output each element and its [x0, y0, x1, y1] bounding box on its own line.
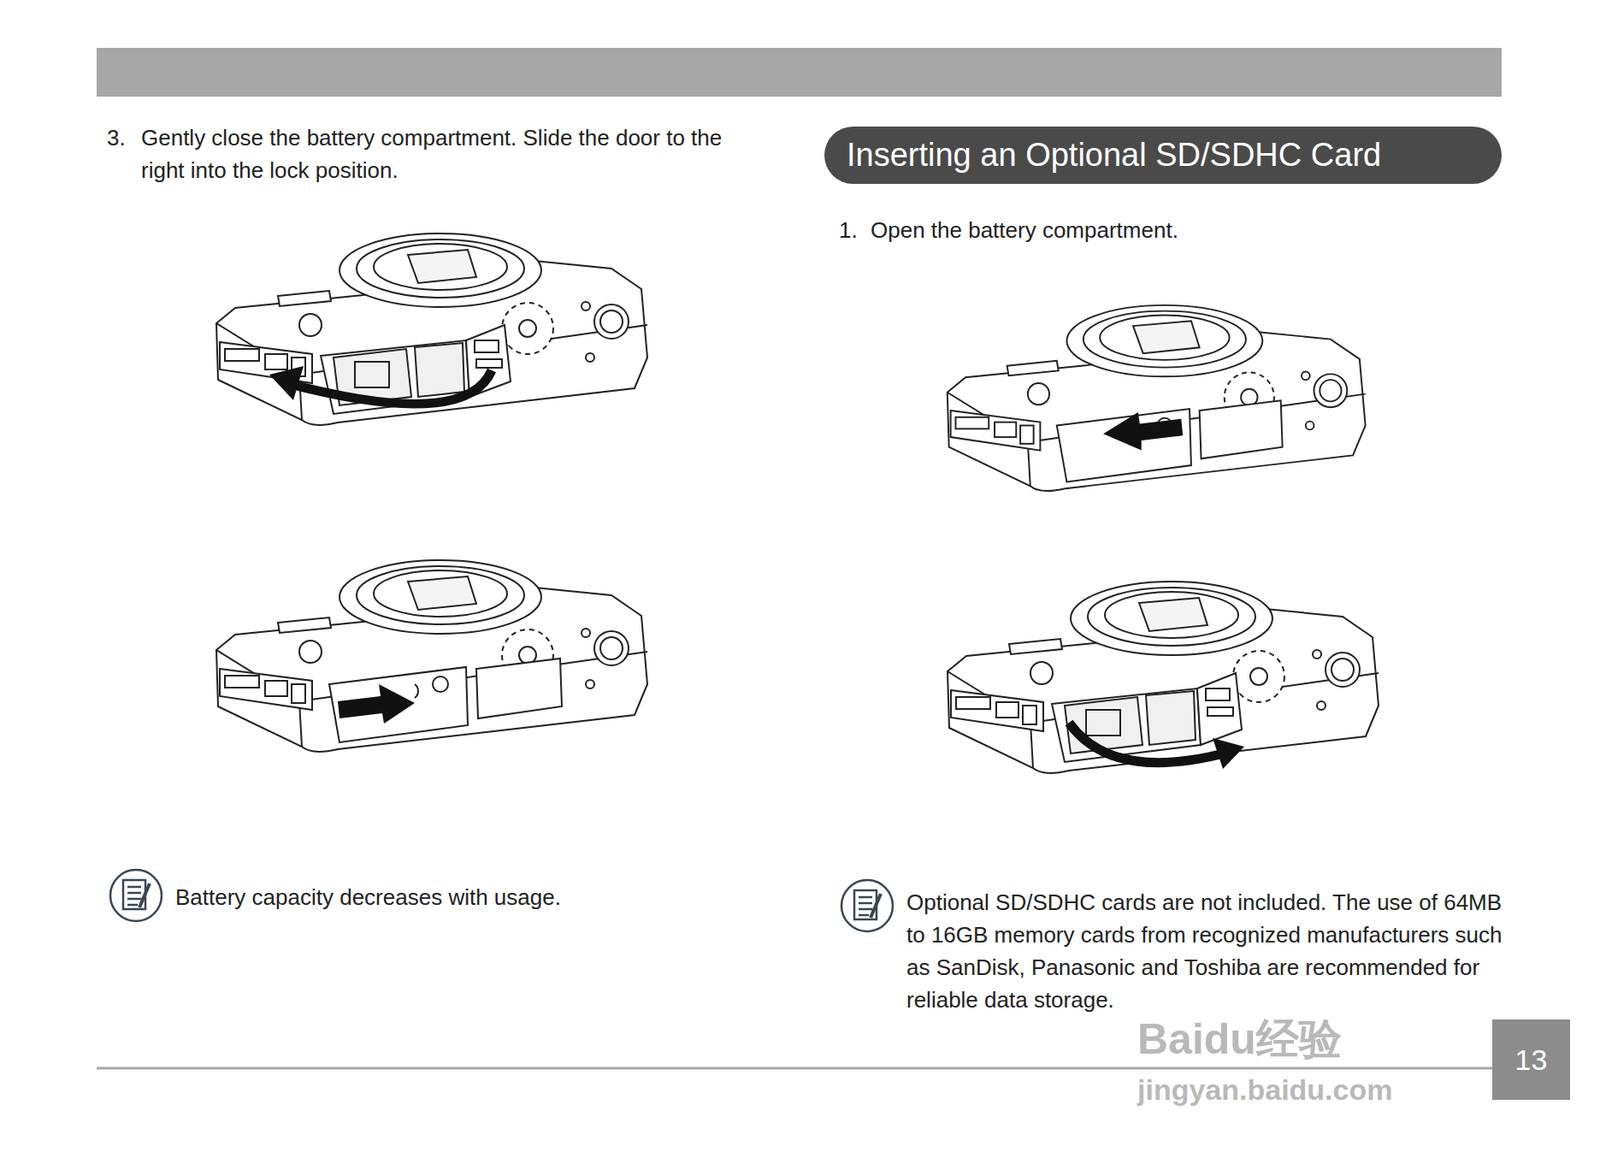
- page-number-box: 13: [1492, 1019, 1571, 1100]
- step-number: 1.: [838, 213, 874, 247]
- note-text: Battery capacity decreases with usage.: [175, 880, 774, 914]
- camera-slide-lock: [216, 560, 648, 752]
- note-icon: [841, 879, 893, 932]
- step-text: Gently close the battery compartment. Sl…: [141, 121, 740, 187]
- note-text: Optional SD/SDHC cards are not included.…: [906, 885, 1506, 1016]
- header-bar: [96, 47, 1502, 97]
- footer-rule: [96, 1067, 1493, 1070]
- camera-open-door: [947, 581, 1379, 774]
- section-band: Inserting an Optional SD/SDHC Card: [824, 126, 1502, 184]
- section-title: Inserting an Optional SD/SDHC Card: [846, 136, 1382, 174]
- step-text: Open the battery compartment.: [870, 213, 1470, 247]
- page-number: 13: [1515, 1043, 1548, 1077]
- note-icon: [110, 869, 162, 922]
- step-number: 3.: [106, 121, 142, 154]
- camera-open-close: [216, 233, 648, 426]
- camera-slide-unlock: [947, 305, 1366, 491]
- watermark: jingyan.baidu.com: [1137, 1072, 1497, 1107]
- watermark: Baidu经验: [1137, 1014, 1497, 1064]
